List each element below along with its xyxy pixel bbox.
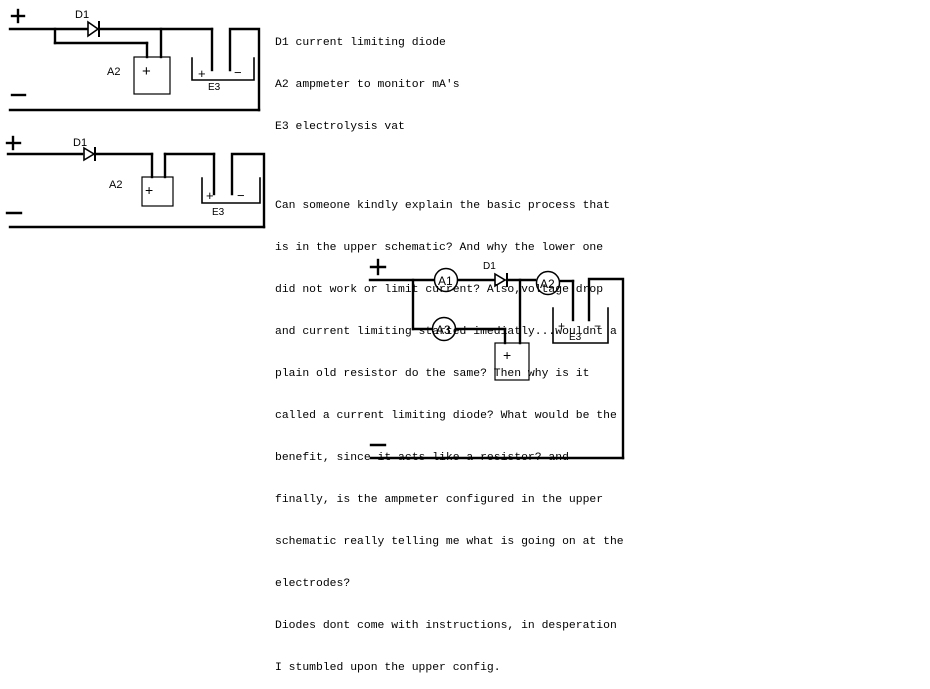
- meter-a1-label: A1: [438, 274, 453, 288]
- right-plus-terminal: [369, 258, 387, 276]
- right-diode-label: D1: [483, 261, 496, 272]
- question-line: schematic really telling me what is goin…: [275, 536, 624, 548]
- upper-schematic: [8, 8, 261, 112]
- legend-line: E3 electrolysis vat: [275, 121, 405, 133]
- upper-diode-label: D1: [75, 9, 89, 21]
- right-diode-icon: [494, 272, 508, 288]
- right-vat: [552, 307, 609, 344]
- question-line: called a current limiting diode? What wo…: [275, 410, 617, 422]
- upper-vat-minus: −: [234, 65, 242, 80]
- meter-a3-label: A3: [436, 323, 451, 337]
- upper-ammeter-plus: +: [142, 63, 151, 80]
- meter-a2-label: A2: [540, 277, 555, 291]
- upper-vat: [191, 57, 255, 81]
- question-line: is in the upper schematic? And why the l…: [275, 242, 604, 254]
- question-line: I stumbled upon the upper config.: [275, 662, 501, 674]
- notes-text: D1 current limiting diode A2 ampmeter to…: [275, 8, 655, 689]
- right-vat-label: E3: [569, 332, 582, 343]
- question-line: benefit, since it acts like a resistor? …: [275, 452, 569, 464]
- legend-line: A2 ampmeter to monitor mA's: [275, 79, 460, 91]
- right-vat-minus: −: [594, 319, 601, 333]
- lower-vat-plus: +: [206, 188, 214, 203]
- lower-ammeter-box: [141, 176, 174, 207]
- right-supply-box: [494, 342, 530, 381]
- lower-vat-minus: −: [237, 188, 245, 203]
- lower-vat-label: E3: [212, 207, 225, 218]
- question-line: did not work or limit current? Also,volt…: [275, 284, 604, 296]
- paragraph-gap: [275, 162, 655, 171]
- question-line: finally, is the ampmeter configured in t…: [275, 494, 604, 506]
- upper-diode-icon: [87, 20, 100, 38]
- question-line: plain old resistor do the same? Then why…: [275, 368, 590, 380]
- lower-ammeter-plus: +: [145, 182, 153, 198]
- upper-ammeter-box: [133, 56, 171, 95]
- right-vat-plus: +: [558, 319, 565, 333]
- lower-diode-icon: [83, 146, 96, 162]
- diode-symbols: [83, 20, 508, 288]
- meter-a2: [535, 270, 561, 296]
- upper-vat-label: E3: [208, 82, 221, 93]
- question-line: Can someone kindly explain the basic pro…: [275, 200, 610, 212]
- right-supply-plus: +: [503, 347, 511, 363]
- upper-ammeter-label: A2: [107, 66, 120, 78]
- lower-schematic: [5, 135, 266, 229]
- lower-plus-terminal: [5, 135, 22, 151]
- question-line: Diodes dont come with instructions, in d…: [275, 620, 617, 632]
- upper-vat-plus: +: [198, 66, 206, 81]
- lower-vat: [201, 177, 261, 204]
- meter-a3: [431, 316, 457, 342]
- upper-plus-terminal: [10, 8, 26, 24]
- right-schematic: [368, 258, 625, 460]
- meter-a1: [433, 267, 459, 293]
- question-line: electrodes?: [275, 578, 351, 590]
- legend-line: D1 current limiting diode: [275, 37, 446, 49]
- diagram-labels: D1 A2 + E3 + − D1 A2 + E3 + − D1 A1 A2 A…: [73, 9, 601, 363]
- lower-ammeter-label: A2: [109, 179, 122, 191]
- question-line: and current limiting started imediatly..…: [275, 326, 617, 338]
- lower-diode-label: D1: [73, 137, 87, 149]
- schematics-canvas: D1 A2 + E3 + − D1 A2 + E3 + − D1 A1 A2 A…: [5, 8, 625, 460]
